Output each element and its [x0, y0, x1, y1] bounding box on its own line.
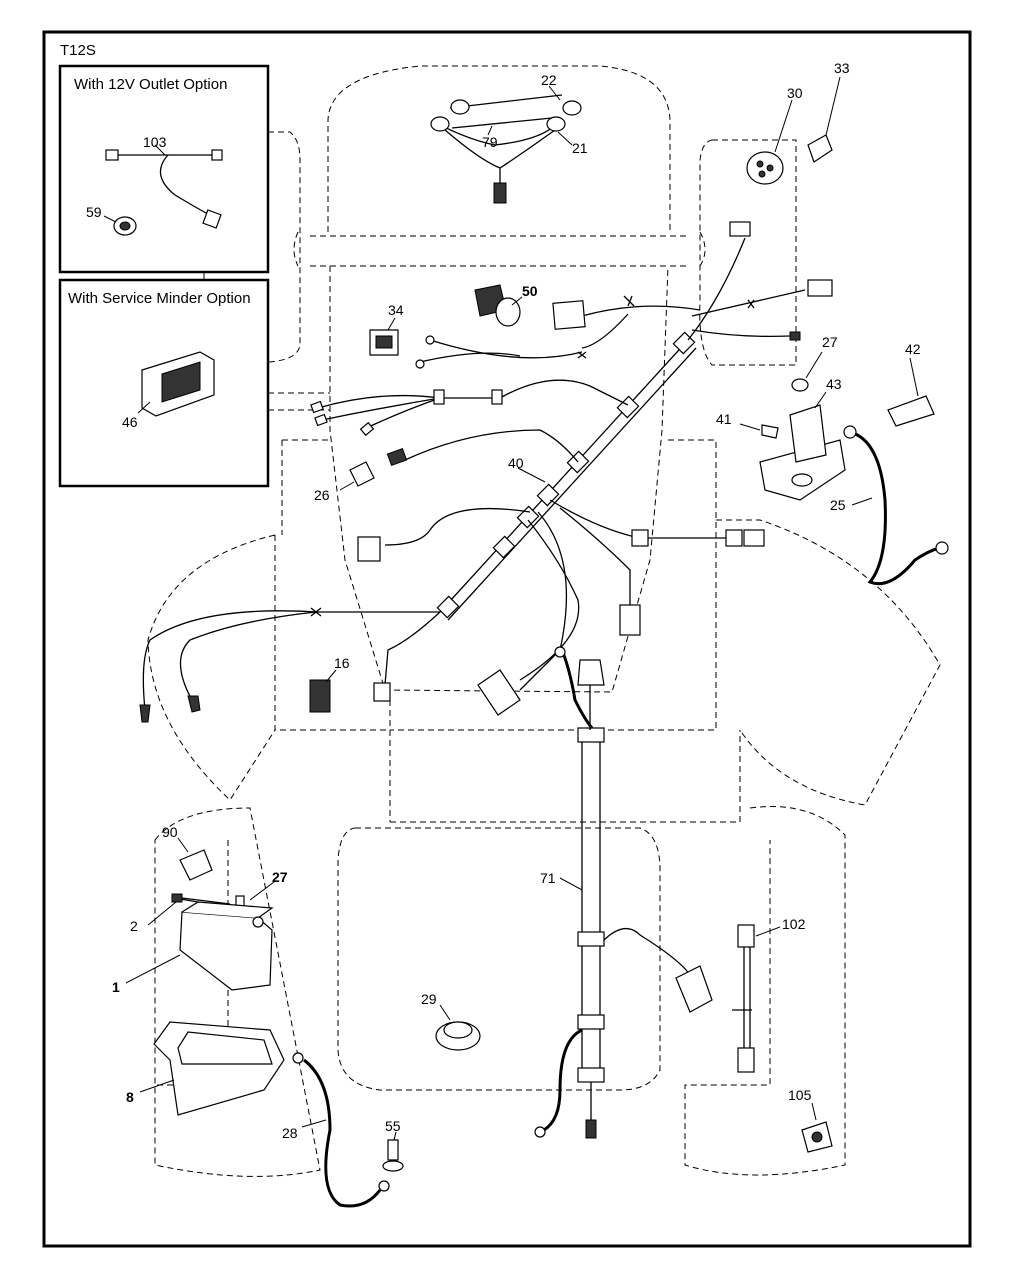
connector-icon	[807, 279, 833, 297]
callout-number: 22	[541, 72, 557, 88]
switch-34: 34	[369, 302, 404, 356]
callout-number: 21	[572, 140, 588, 156]
callout-number: 41	[716, 411, 732, 427]
connector-icon	[577, 659, 605, 686]
callout-number: 1	[112, 979, 120, 995]
nut-icon	[791, 378, 809, 392]
callout-number: 103	[143, 134, 167, 150]
solenoid-icon	[789, 404, 827, 463]
connector-icon	[729, 221, 751, 237]
connector-icon	[743, 529, 765, 547]
rear-harness: 71	[534, 646, 713, 1139]
connector-icon	[105, 149, 119, 161]
callout-number: 8	[126, 1089, 134, 1105]
callout-number: 59	[86, 204, 102, 220]
callout-number: 2	[130, 918, 138, 934]
callout-number: 26	[314, 487, 330, 503]
connector-icon	[737, 924, 755, 948]
ignition-key-icon	[807, 134, 833, 163]
headlight-icon	[430, 116, 450, 132]
module-icon	[552, 300, 586, 330]
clamp-icon	[577, 1067, 605, 1083]
callout-number: 25	[830, 497, 846, 513]
callout-number: 28	[282, 1125, 298, 1141]
ignition-switch-icon	[746, 151, 784, 185]
harness-102: 102	[732, 916, 806, 1073]
inset-service-minder: With Service Minder Option 46	[58, 278, 270, 488]
component-90: 90	[162, 824, 213, 881]
bolt-icon	[387, 1139, 399, 1161]
callout-number: 43	[826, 376, 842, 392]
main-harness: 40	[139, 221, 833, 723]
connector-icon	[386, 447, 408, 467]
callout-number: 27	[822, 334, 838, 350]
terminal-cover-icon	[887, 395, 935, 427]
callout-number: 34	[388, 302, 404, 318]
callout-number: 27	[272, 869, 288, 885]
connector-icon	[357, 536, 381, 562]
inset-outlet-caption: With 12V Outlet Option	[74, 76, 227, 93]
clamp-icon	[577, 727, 605, 743]
grommet-29: 29	[421, 991, 481, 1051]
headlight-assembly: 22 79 21	[430, 72, 588, 204]
component-105: 105	[788, 1087, 833, 1153]
connector-icon	[737, 1047, 755, 1073]
connector-icon	[202, 209, 222, 229]
headlight-icon	[546, 116, 566, 132]
callout-number: 55	[385, 1118, 401, 1134]
connector-icon	[619, 604, 641, 636]
callout-number: 90	[162, 824, 178, 840]
headlight-icon	[450, 99, 470, 115]
bolt-icon	[761, 424, 779, 439]
inset-12v-outlet: With 12V Outlet Option 103 59	[58, 64, 270, 274]
callout-number: 29	[421, 991, 437, 1007]
relay-icon	[309, 679, 331, 713]
diagram-frame	[42, 30, 972, 1248]
callout-number: 30	[787, 85, 803, 101]
callout-number: 71	[540, 870, 556, 886]
fuse-26: 26	[314, 461, 375, 503]
callout-number: 79	[482, 134, 498, 150]
callout-number: 50	[522, 283, 538, 299]
inset-minder-caption: With Service Minder Option	[68, 290, 251, 307]
clamp-icon	[577, 931, 605, 947]
callout-number: 46	[122, 414, 138, 430]
callout-number: 102	[782, 916, 806, 932]
bolt-55: 55	[382, 1118, 404, 1172]
callout-number: 40	[508, 455, 524, 471]
model-title: T12S	[60, 42, 96, 59]
clamp-icon	[577, 1014, 605, 1030]
fuse-icon	[349, 461, 375, 487]
relay-16: 16	[309, 655, 350, 713]
connector-icon	[373, 682, 391, 702]
component-50: 50	[474, 283, 538, 327]
battery-group: 2 27 1 8	[112, 869, 288, 1116]
connector-icon	[675, 965, 713, 1013]
connector-icon	[211, 149, 223, 161]
starter-solenoid-group: 27 43 41 42 25	[716, 334, 949, 586]
callout-number: 33	[834, 60, 850, 76]
clip-icon	[179, 849, 213, 881]
callout-number: 16	[334, 655, 350, 671]
connector-icon	[477, 669, 521, 716]
ignition-switch-assembly: 30 33	[746, 60, 850, 185]
headlight-icon	[562, 100, 582, 116]
battery-cable-28: 28	[282, 1052, 390, 1208]
callout-number: 42	[905, 341, 921, 357]
callout-number: 105	[788, 1087, 812, 1103]
headlight-connector-icon	[493, 182, 507, 204]
